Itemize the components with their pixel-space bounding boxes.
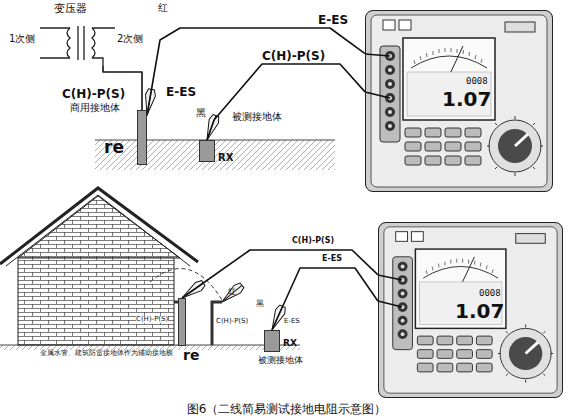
alligator-clip — [224, 285, 242, 300]
ground-electrode: RX — [199, 140, 215, 162]
jack-lead — [378, 301, 402, 307]
part-label: 金属水管、建筑防雷接地体作为辅助接地极 — [40, 350, 173, 357]
ground-rod: re — [137, 110, 147, 165]
part-label: C(H)-P(S) — [136, 316, 168, 323]
alligator-clip — [142, 89, 287, 333]
transformer-symbol: 变压器1次侧2次侧 — [55, 16, 115, 66]
earth-tester: 0008 1.07 — [365, 10, 553, 192]
node-text: 0008 — [479, 289, 501, 298]
ground-soil — [0, 140, 335, 350]
part-label: 红 — [228, 288, 236, 296]
node-text: 0008 — [466, 77, 488, 86]
ground-electrode: RX — [264, 330, 280, 352]
ground-soil — [95, 140, 335, 141]
node-text: RX — [283, 339, 297, 348]
node-text: 1.07 — [442, 89, 491, 109]
part-label: 被测接地体 — [258, 356, 303, 365]
part-label: C(H)-P(S) — [62, 88, 125, 100]
node-text: 变压器 — [54, 3, 87, 14]
node-text: 2次侧 — [117, 34, 143, 44]
part-label: E-ES — [284, 318, 300, 325]
node-text: RX — [218, 153, 233, 163]
ground-rod: re — [178, 298, 186, 346]
test-lead — [272, 268, 378, 330]
jack-lead — [378, 275, 402, 280]
transformer-art — [92, 28, 95, 58]
part-label: 黑 — [196, 108, 206, 118]
meter-art — [365, 10, 553, 192]
alligator-clip — [219, 281, 245, 305]
jack-lead — [365, 54, 390, 56]
jack-lead — [365, 92, 390, 98]
node-text: re — [183, 348, 199, 362]
jack-lead — [365, 54, 402, 307]
transformer-art — [78, 26, 84, 60]
part-label: 红 — [158, 3, 168, 13]
ground-soil — [95, 140, 335, 170]
transformer-art — [40, 26, 115, 66]
house-art — [18, 196, 180, 258]
transformer-art — [67, 28, 70, 58]
test-lead — [182, 250, 378, 298]
lead-label: C(H)-P(S) — [292, 237, 334, 245]
transformer-art — [40, 28, 115, 66]
figure-caption: 图6（二线简易测试接地电阻示意图） — [0, 403, 573, 415]
alligator-clip — [219, 281, 245, 305]
house-art — [0, 188, 198, 264]
node-text: 1.07 — [455, 301, 504, 321]
lead-label: E-ES — [322, 255, 342, 263]
node-text: 1次侧 — [9, 34, 35, 44]
part-label: C(H)-P(S) — [216, 318, 248, 325]
earth-tester: 0008 1.07 — [378, 222, 563, 398]
part-label: 被测接地体 — [232, 112, 282, 122]
house-art — [18, 258, 174, 345]
test-lead — [207, 64, 365, 140]
part-label: 黑 — [256, 300, 264, 308]
house-art — [6, 195, 190, 266]
part-label: E-ES — [166, 86, 196, 98]
part-label: 商用接地体 — [70, 103, 120, 113]
house-art — [0, 188, 222, 345]
lead-label: E-ES — [318, 14, 348, 26]
lead-label: C(H)-P(S) — [262, 50, 325, 62]
meter-art — [378, 222, 563, 398]
node-text: re — [104, 139, 124, 156]
